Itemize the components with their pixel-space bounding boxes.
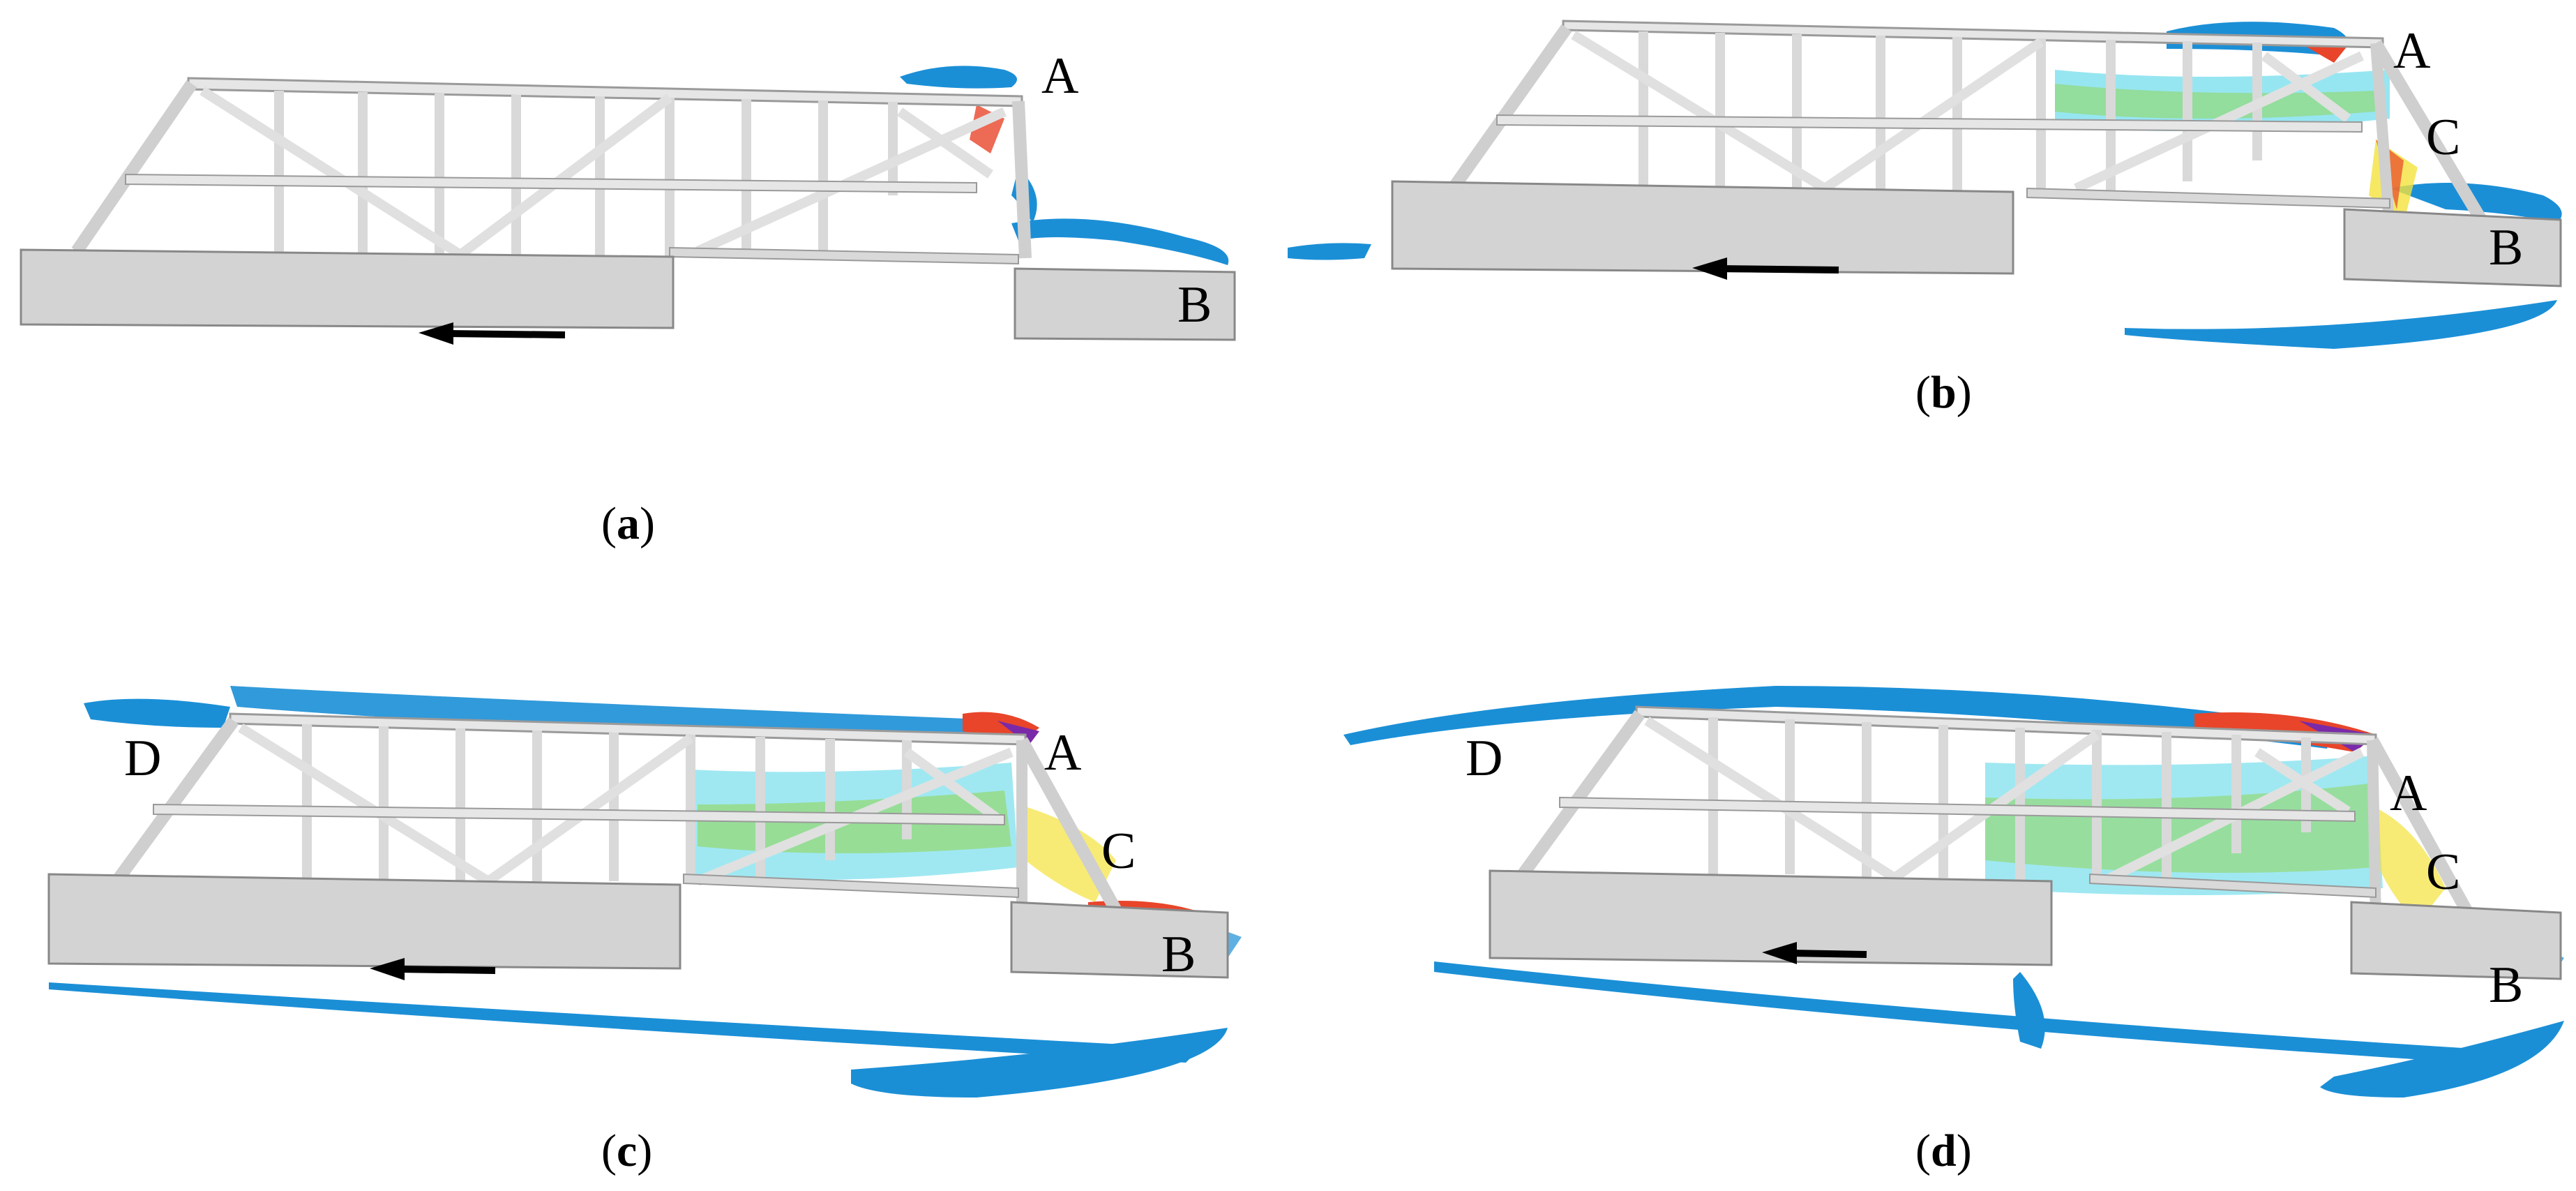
point-label-A: A [1041,47,1079,105]
end-post [1012,100,1032,259]
wake-plume [1343,686,2334,749]
mid-rail [153,803,1005,826]
caption-b: (b) [1915,367,1972,418]
deck-left [1489,869,2053,966]
wake-plume [1985,784,2376,873]
lower-chord [2026,187,2390,209]
flow-arrow-head [370,958,405,980]
wake-plume [2055,84,2376,119]
lower-chord [2089,873,2377,899]
deck-left [20,248,675,329]
end-post [2367,737,2479,927]
panel-b: A C B (b) [1288,0,2576,595]
point-label-A: A [1044,724,1082,781]
deck-right [1014,267,1236,341]
panel-c: D A C B (c) [0,595,1288,1191]
caption-d: (d) [1915,1125,1972,1176]
end-post [71,80,197,255]
wake-plume [2125,300,2557,349]
wake-plume [900,66,1017,89]
caption-c: (c) [601,1125,653,1176]
wake-plume [49,982,1200,1063]
flow-arrow-shaft [1719,265,1839,274]
end-post [1443,24,1572,200]
caption-a: (a) [601,498,655,549]
truss-diagonals [1571,31,2364,193]
deck-right [2343,208,2562,287]
point-label-A: A [2393,22,2431,80]
bridge-figure-d [1343,686,2564,1098]
flow-arrow-shaft [397,966,496,974]
wake-plume [1434,961,2473,1063]
point-label-A: A [2390,765,2427,822]
point-label-D: D [124,730,162,787]
wake-plume [2320,1021,2564,1098]
deck-right [1010,901,1229,979]
wake-plume [230,686,1034,742]
point-label-B: B [2489,219,2524,276]
wake-plume [84,698,230,728]
bridge-figure-c [47,686,1242,1098]
flow-arrow-shaft [446,330,566,338]
point-label-B: B [2489,957,2524,1014]
mid-rail [1496,114,2363,133]
wake-plume [851,1028,1228,1098]
flow-arrow-head [1762,942,1797,964]
bridge-figure-b [1288,20,2562,349]
deck-left [1391,180,2014,275]
wake-plume [1011,218,1229,265]
flow-arrow-shaft [1789,950,1867,958]
point-label-B: B [1161,926,1196,983]
hot-spot [2369,804,2446,923]
end-post [1016,737,1129,927]
point-label-C: C [2426,109,2461,166]
point-label-B: B [1177,276,1212,334]
wake-plume [1288,243,1371,260]
deck-left [47,873,681,970]
flow-arrow-head [1692,257,1727,280]
mid-rail [125,173,977,194]
lower-chord [669,246,1019,265]
flow-arrow-head [419,322,453,345]
deck-right [2350,901,2562,980]
hot-spot [997,721,1039,745]
point-label-C: C [2426,844,2461,901]
point-label-D: D [1466,730,1503,787]
panel-a: A B (a) [0,0,1288,595]
wake-plume [2013,972,2045,1049]
mid-rail [1559,796,2356,823]
truss-verticals [274,91,898,258]
point-label-C: C [1101,823,1136,880]
panel-d: D A C B (d) [1288,595,2576,1191]
lower-chord [683,873,1019,899]
bridge-figure-a [20,66,1236,345]
end-post [2370,40,2493,234]
